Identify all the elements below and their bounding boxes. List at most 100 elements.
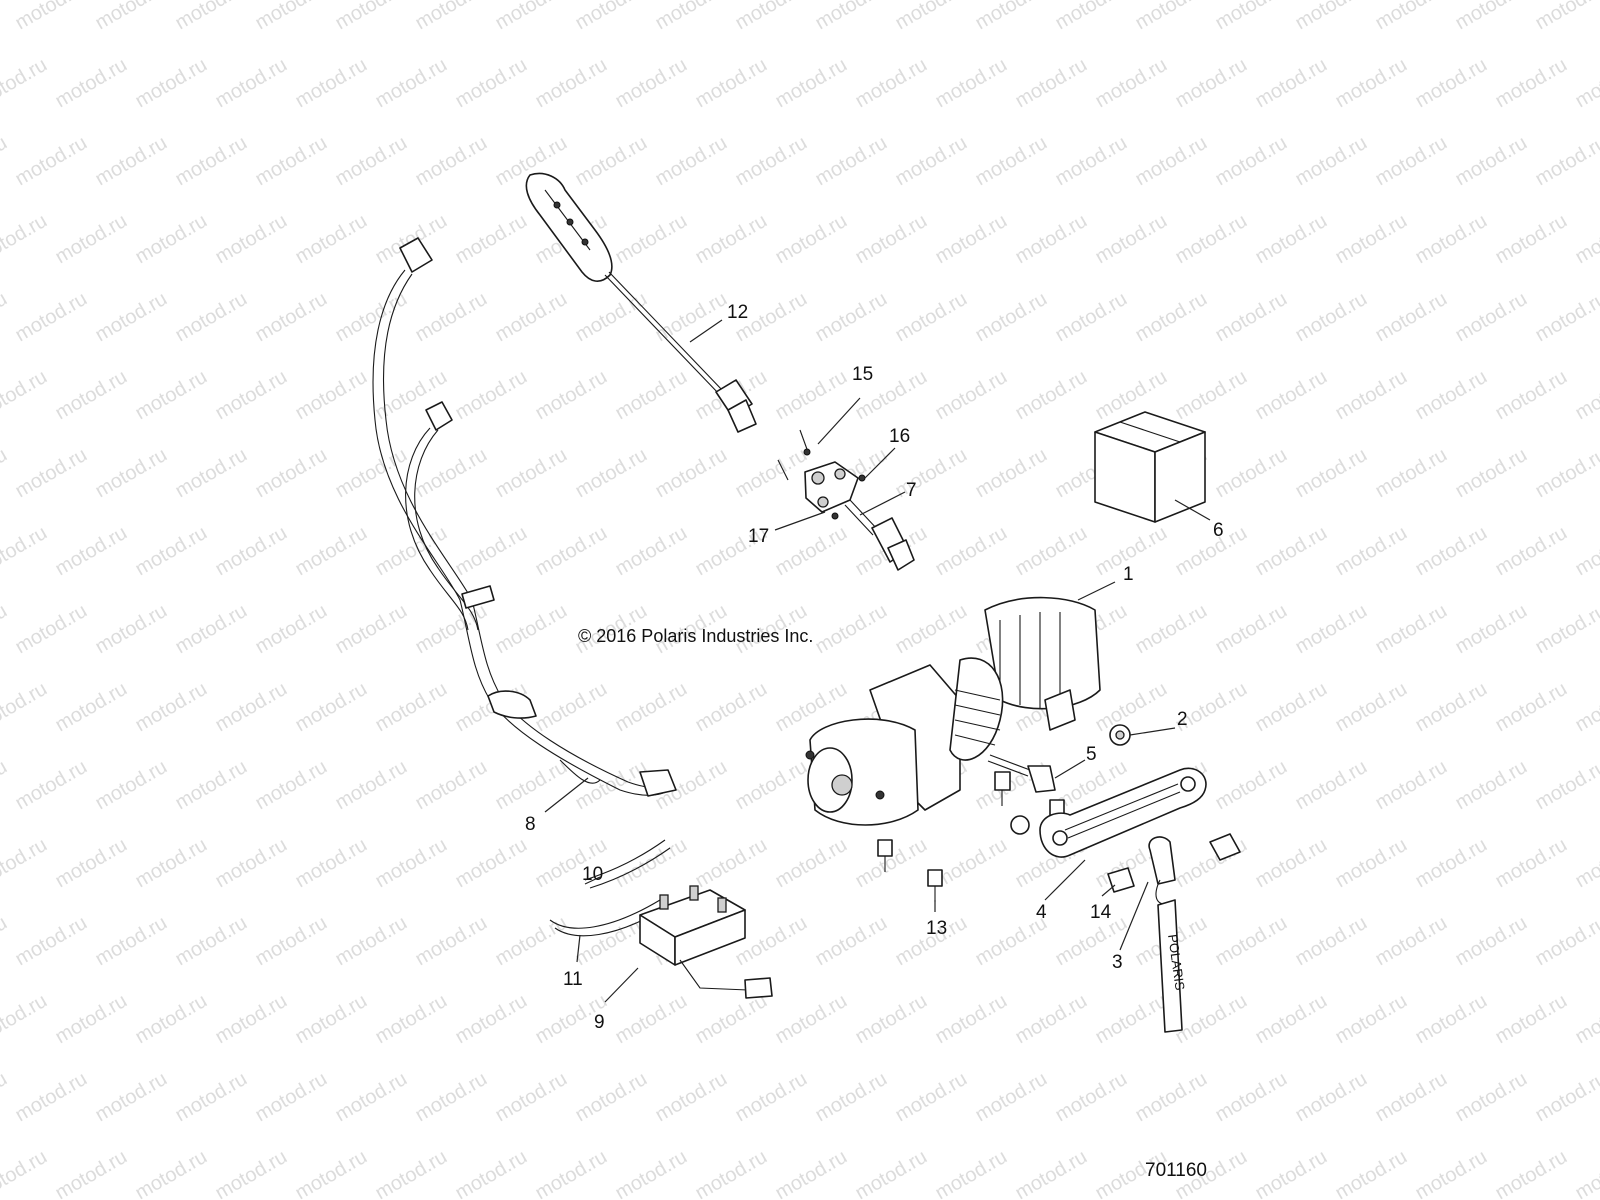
callout-6: 6 [1213, 520, 1224, 541]
watermark-text: motod.ru [1332, 54, 1411, 113]
watermark-text: motod.ru [92, 0, 171, 34]
callout-numbers: 1 2 3 4 5 6 7 8 9 10 11 12 13 14 15 16 1… [525, 302, 1224, 1033]
watermark-text: motod.ru [1052, 288, 1131, 347]
watermark-text: motod.ru [0, 834, 51, 893]
watermark-text: motod.ru [1212, 132, 1291, 191]
watermark-text: motod.ru [1492, 678, 1571, 737]
watermark-text: motod.ru [1412, 1146, 1491, 1200]
watermark-text: motod.ru [1212, 444, 1291, 503]
watermark-text: motod.ru [1492, 210, 1571, 269]
watermark-text: motod.ru [1492, 1146, 1571, 1200]
watermark-text: motod.ru [0, 1146, 51, 1200]
watermark-text: motod.ru [12, 1068, 91, 1127]
figure-number: 701160 [1145, 1160, 1207, 1181]
watermark-text: motod.ru [1052, 1068, 1131, 1127]
watermark-text: motod.ru [572, 288, 651, 347]
watermark-text: motod.ru [932, 366, 1011, 425]
watermark-text: motod.ru [332, 912, 411, 971]
watermark-text: motod.ru [92, 912, 171, 971]
watermark-text: motod.ru [452, 990, 531, 1049]
watermark-text: motod.ru [52, 678, 131, 737]
watermark-text: motod.ru [1252, 366, 1331, 425]
watermark-text: motod.ru [652, 0, 731, 34]
watermark-text: motod.ru [1052, 0, 1131, 34]
watermark-text: motod.ru [612, 834, 691, 893]
watermark-text: motod.ru [932, 1146, 1011, 1200]
watermark-text: motod.ru [1452, 1068, 1531, 1127]
watermark-text: motod.ru [292, 990, 371, 1049]
callout-14: 14 [1090, 902, 1112, 923]
callout-10: 10 [582, 864, 603, 885]
watermark-text: motod.ru [1172, 366, 1251, 425]
watermark-text: motod.ru [1412, 990, 1491, 1049]
watermark-text: motod.ru [572, 1068, 651, 1127]
watermark-text: motod.ru [292, 210, 371, 269]
watermark-text: motod.ru [412, 0, 491, 34]
watermark-text: motod.ru [1492, 54, 1571, 113]
watermark-text: motod.ru [292, 834, 371, 893]
watermark-text: motod.ru [1212, 1068, 1291, 1127]
copyright-notice: © 2016 Polaris Industries Inc. [578, 626, 813, 646]
watermark-text: motod.ru [1412, 834, 1491, 893]
watermark-text: motod.ru [812, 288, 891, 347]
watermark-text: motod.ru [652, 1068, 731, 1127]
winch-assembly [805, 596, 1101, 826]
watermark-text: motod.ru [1572, 990, 1600, 1049]
watermark-text: motod.ru [892, 132, 971, 191]
watermark-text: motod.ru [1212, 756, 1291, 815]
watermark-text: motod.ru [452, 366, 531, 425]
watermark-text: motod.ru [1532, 288, 1600, 347]
watermark-text: motod.ru [1452, 444, 1531, 503]
watermark-text: motod.ru [692, 210, 771, 269]
watermark-text: motod.ru [412, 132, 491, 191]
watermark-text: motod.ru [332, 1068, 411, 1127]
winch-remote-control [525, 172, 757, 433]
watermark-text: motod.ru [0, 912, 11, 971]
watermark-text: motod.ru [1452, 288, 1531, 347]
watermark-text: motod.ru [1212, 912, 1291, 971]
watermark-text: motod.ru [132, 678, 211, 737]
watermark-text: motod.ru [0, 210, 51, 269]
callout-3: 3 [1112, 952, 1123, 973]
watermark-text: motod.ru [1292, 912, 1371, 971]
watermark-text: motod.ru [52, 54, 131, 113]
watermark-text: motod.ru [0, 0, 11, 34]
watermark-text: motod.ru [1012, 54, 1091, 113]
watermark-text: motod.ru [1452, 600, 1531, 659]
watermark-text: motod.ru [532, 678, 611, 737]
watermark-text: motod.ru [1212, 288, 1291, 347]
watermark-text: motod.ru [132, 522, 211, 581]
watermark-text: motod.ru [412, 756, 491, 815]
watermark-text: motod.ru [12, 0, 91, 34]
watermark-text: motod.ru [852, 210, 931, 269]
watermark-text: motod.ru [0, 990, 51, 1049]
watermark-text: motod.ru [892, 0, 971, 34]
callout-13: 13 [926, 918, 947, 939]
watermark-text: motod.ru [972, 1068, 1051, 1127]
watermark-text: motod.ru [0, 600, 11, 659]
watermark-text: motod.ru [252, 288, 331, 347]
watermark-text: motod.ru [1172, 522, 1251, 581]
watermark-text: motod.ru [1252, 834, 1331, 893]
watermark-text: motod.ru [1532, 132, 1600, 191]
watermark-text: motod.ru [1132, 132, 1211, 191]
watermark-text: motod.ru [332, 600, 411, 659]
watermark-text: motod.ru [252, 132, 331, 191]
watermark-text: motod.ru [572, 912, 651, 971]
watermark-text: motod.ru [1292, 0, 1371, 34]
watermark-text: motod.ru [1092, 210, 1171, 269]
watermark-text: motod.ru [852, 54, 931, 113]
watermark-text: motod.ru [212, 366, 291, 425]
watermark-text: motod.ru [372, 54, 451, 113]
watermark-text: motod.ru [1252, 210, 1331, 269]
watermark-text: motod.ru [492, 912, 571, 971]
watermark-text: motod.ru [1332, 834, 1411, 893]
watermark-text: motod.ru [692, 54, 771, 113]
watermark-text: motod.ru [92, 132, 171, 191]
callout-17: 17 [748, 526, 769, 547]
watermark-text: motod.ru [572, 444, 651, 503]
watermark-text: motod.ru [0, 366, 51, 425]
watermark-text: motod.ru [1412, 678, 1491, 737]
watermark-text: motod.ru [692, 1146, 771, 1200]
watermark-text: motod.ru [252, 912, 331, 971]
